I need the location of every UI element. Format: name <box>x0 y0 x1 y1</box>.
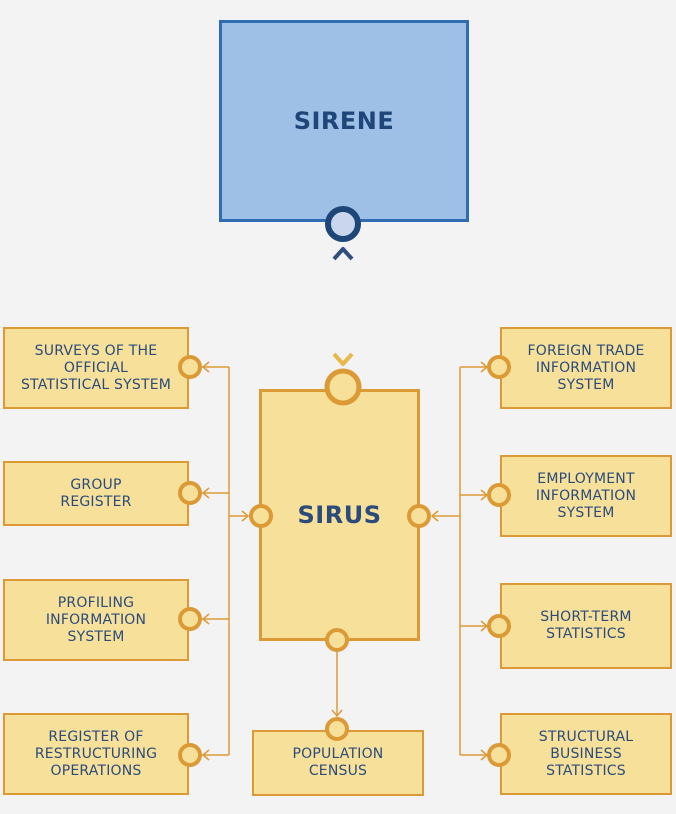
sirene-label: SIRENE <box>293 107 395 135</box>
group-register-box: GROUP REGISTER <box>3 461 189 526</box>
port-group-register <box>178 481 202 505</box>
port-profiling <box>178 607 202 631</box>
up-arrowhead <box>332 247 354 261</box>
port-foreign-trade <box>487 355 511 379</box>
right-connectors <box>430 361 489 761</box>
profiling-box: PROFILING INFORMATION SYSTEM <box>3 579 189 661</box>
port-sirus-right <box>407 504 431 528</box>
restructuring-box: REGISTER OF RESTRUCTURING OPERATIONS <box>3 713 189 795</box>
left-connectors <box>201 361 250 761</box>
port-surveys <box>178 355 202 379</box>
employment-box: EMPLOYMENT INFORMATION SYSTEM <box>500 455 672 537</box>
short-term-box: SHORT-TERM STATISTICS <box>500 583 672 669</box>
sirus-top-port <box>324 368 362 406</box>
port-population-census <box>325 717 349 741</box>
port-short-term <box>487 614 511 638</box>
population-census-box: POPULATION CENSUS <box>252 730 424 796</box>
surveys-box: SURVEYS OF THE OFFICIAL STATISTICAL SYST… <box>3 327 189 409</box>
sirene-port <box>325 206 361 242</box>
structural-box: STRUCTURAL BUSINESS STATISTICS <box>500 713 672 795</box>
down-arrowhead <box>332 352 354 366</box>
port-sirus-left <box>249 504 273 528</box>
foreign-trade-box: FOREIGN TRADE INFORMATION SYSTEM <box>500 327 672 409</box>
small-ports <box>178 355 511 767</box>
sirus-label: SIRUS <box>297 501 382 529</box>
sirene-node <box>219 20 469 222</box>
port-structural <box>487 743 511 767</box>
port-sirus-bottom <box>325 628 349 652</box>
port-restructuring <box>178 743 202 767</box>
bottom-connector <box>331 652 343 718</box>
port-employment <box>487 483 511 507</box>
